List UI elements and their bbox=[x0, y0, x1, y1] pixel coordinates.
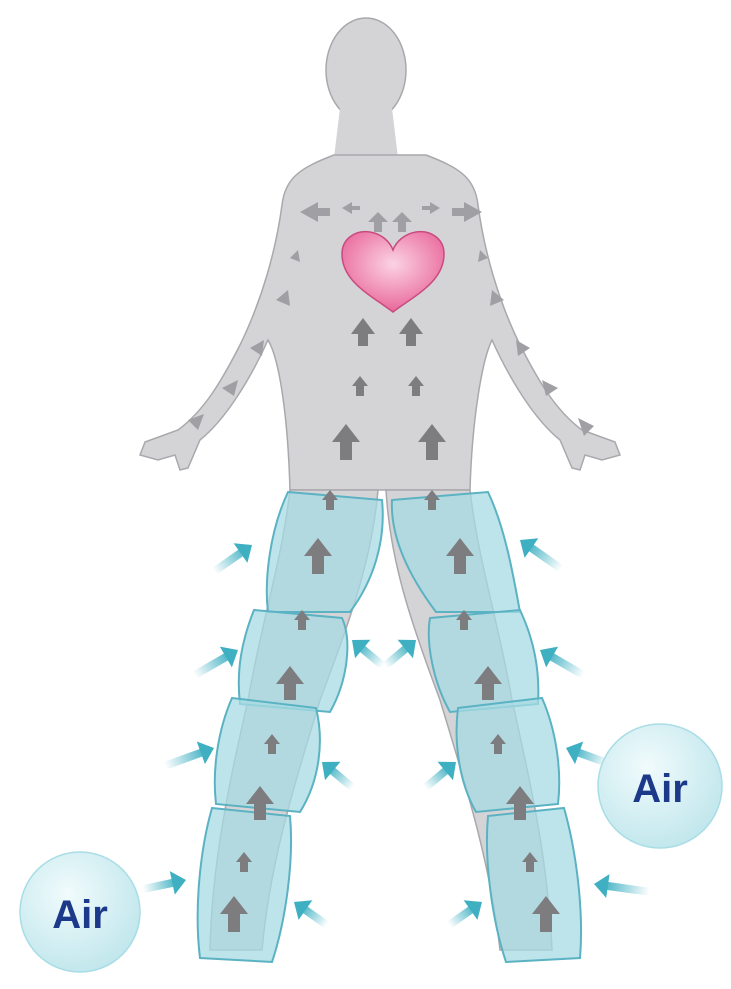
neck bbox=[334, 108, 398, 158]
arrow-icon bbox=[592, 872, 651, 904]
arrow-icon bbox=[418, 753, 464, 797]
compression-sleeve bbox=[198, 808, 291, 962]
air-label-left: Air bbox=[52, 893, 108, 937]
compression-sleeve bbox=[487, 808, 581, 962]
arrow-icon bbox=[534, 640, 589, 686]
arrow-icon bbox=[287, 892, 334, 935]
compression-sleeve bbox=[215, 698, 320, 812]
arrow-icon bbox=[140, 868, 188, 901]
air-bubble-left: Air bbox=[20, 852, 140, 972]
arrow-icon bbox=[513, 530, 568, 578]
compression-sleeve bbox=[457, 698, 560, 812]
arrow-icon bbox=[442, 892, 489, 935]
air-label-right: Air bbox=[632, 767, 688, 811]
arrow-icon bbox=[207, 535, 258, 581]
arrow-icon bbox=[161, 737, 218, 777]
arrow-icon bbox=[189, 640, 244, 686]
arrow-icon bbox=[344, 631, 390, 675]
head bbox=[326, 18, 406, 122]
air-bubble-right: Air bbox=[598, 724, 722, 848]
torso bbox=[140, 155, 620, 490]
arrow-icon bbox=[314, 753, 360, 797]
